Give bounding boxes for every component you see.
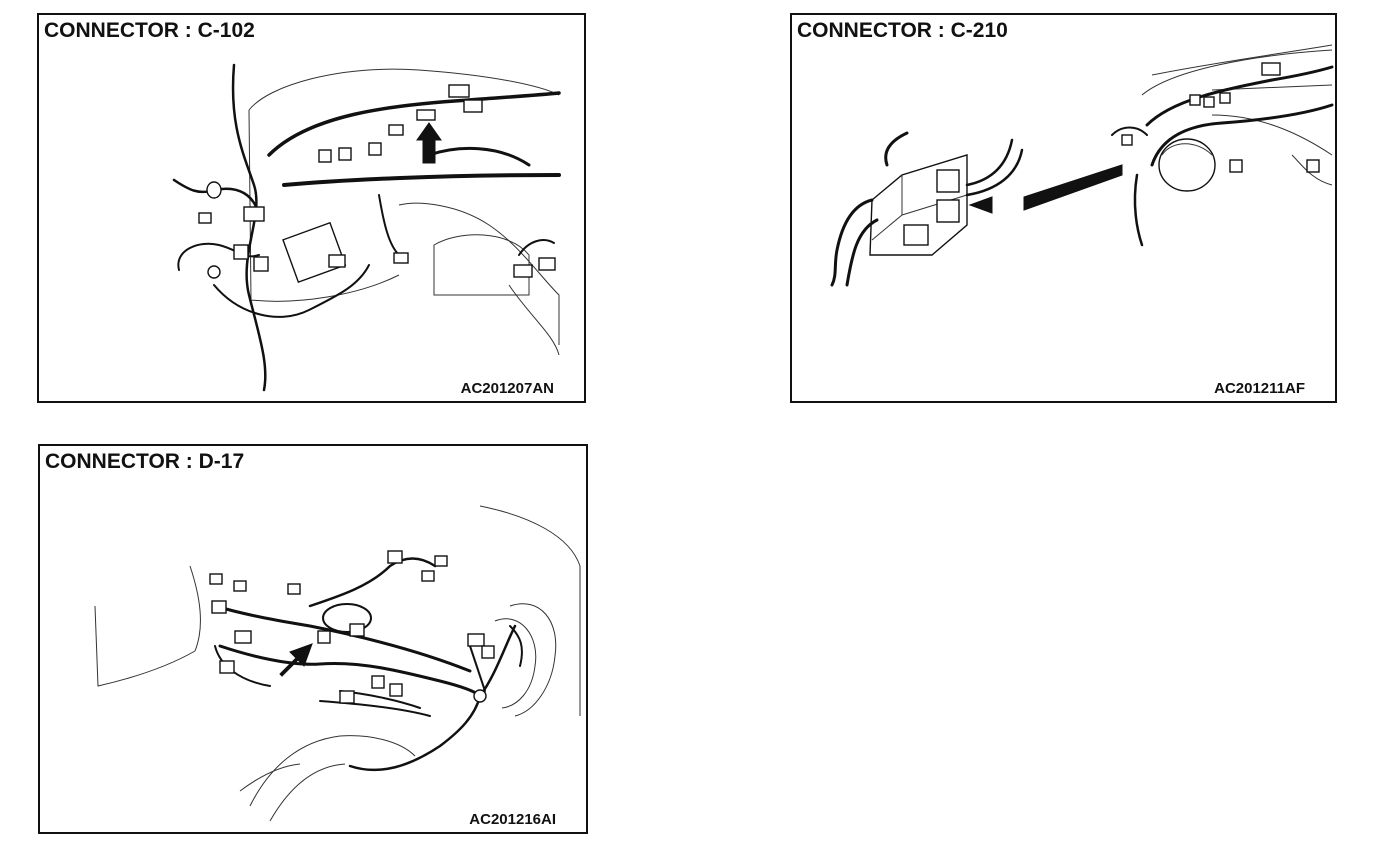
figure-reference: AC201216AI (469, 811, 556, 828)
arrow-icon (279, 643, 313, 677)
floor-harness-illustration (94, 505, 581, 822)
figure-reference: AC201207AN (460, 380, 554, 397)
connector-d17-panel: CONNECTOR : D-17 AC201216AI (38, 444, 588, 834)
panel-title: CONNECTOR : C-102 (44, 19, 255, 42)
panel-title: CONNECTOR : D-17 (45, 450, 245, 473)
figure-reference: AC201211AF (1214, 380, 1305, 397)
panel-title: CONNECTOR : C-210 (797, 19, 1008, 42)
arrow-icon (1023, 164, 1123, 211)
connector-c102-panel: CONNECTOR : C-102 AC201207AN (37, 13, 586, 403)
dashboard-harness-illustration (172, 63, 561, 392)
connector-closeup-illustration (830, 44, 1334, 287)
connector-c210-panel: CONNECTOR : C-210 AC201211AF (790, 13, 1337, 403)
arrow-icon (416, 122, 442, 164)
